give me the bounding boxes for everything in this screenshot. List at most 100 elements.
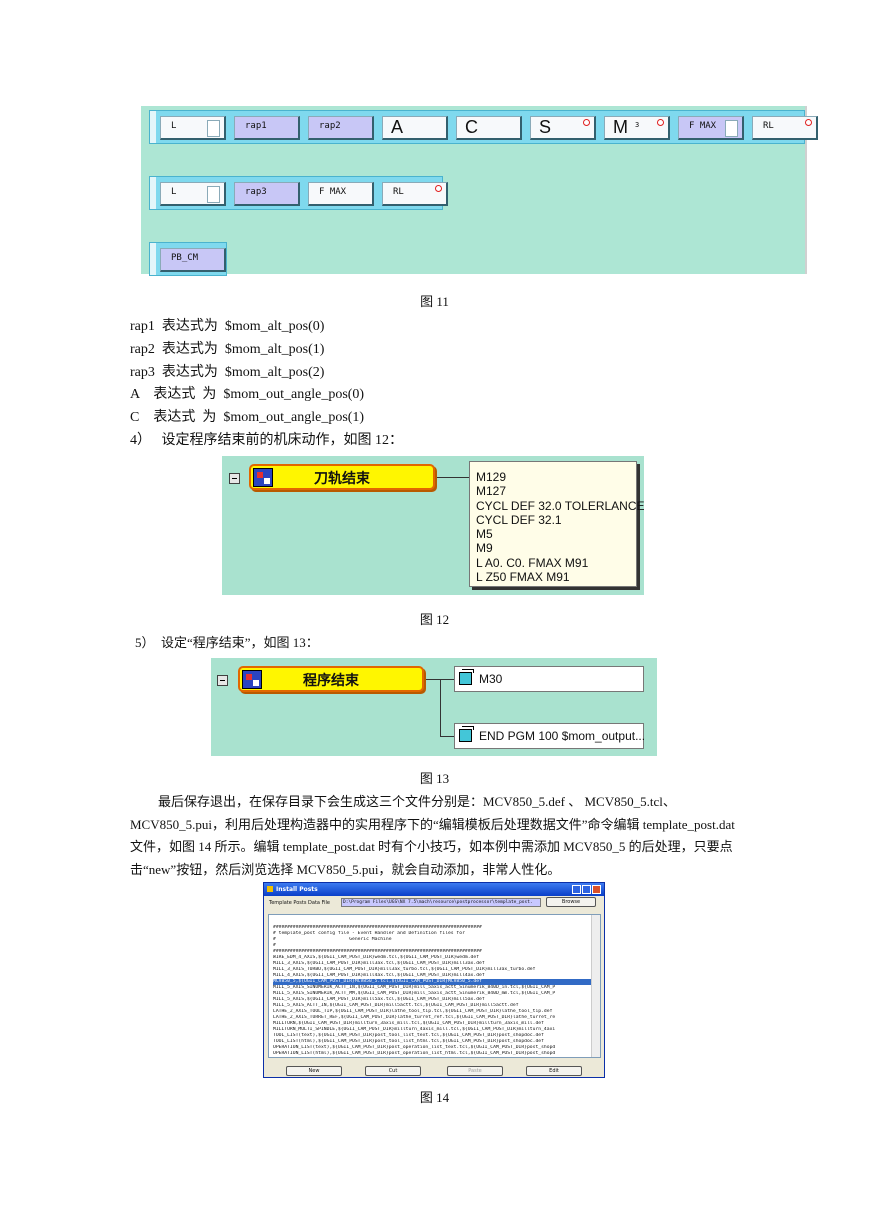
list-item[interactable]: # Generic Machine: [273, 937, 392, 942]
program-end-node[interactable]: 程序结束: [238, 666, 424, 692]
word-block[interactable]: RL: [752, 116, 818, 140]
word-block[interactable]: F MAX: [308, 182, 374, 206]
code-line: L Z50 FMAX M91: [476, 570, 570, 585]
word-block[interactable]: F MAX: [678, 116, 744, 140]
word-label: rap1: [245, 121, 267, 131]
maximize-icon[interactable]: [582, 885, 591, 894]
cut-button[interactable]: Cut: [365, 1066, 421, 1076]
collapse-icon[interactable]: [229, 473, 240, 484]
list-item[interactable]: MILL_4_AXIS,${UGII_CAM_POST_DIR}mill4ax.…: [273, 973, 485, 978]
optional-box-icon: [207, 186, 220, 203]
word-block[interactable]: RL: [382, 182, 448, 206]
word-label: A: [391, 117, 404, 137]
list-item[interactable]: MILL_3_AXIS_TURBO,${UGII_CAM_POST_DIR}mi…: [273, 967, 536, 972]
word-label: C: [465, 117, 478, 137]
word-block[interactable]: C: [456, 116, 522, 140]
word-block[interactable]: L: [160, 182, 226, 206]
block-row-3: PB_CM: [149, 242, 227, 276]
new-button[interactable]: New: [286, 1066, 342, 1076]
collapse-icon[interactable]: [217, 675, 228, 686]
word-block[interactable]: S: [530, 116, 596, 140]
list-item[interactable]: WIRE_EDM_4_AXIS,${UGII_CAM_POST_DIR}wedm…: [273, 955, 480, 960]
template-file-path[interactable]: D:\Program Files\UGS\NX 7.5\mach\resourc…: [341, 898, 541, 907]
list-item[interactable]: MILL_3_AXIS,${UGII_CAM_POST_DIR}mill3ax.…: [273, 961, 485, 966]
modal-dot-icon: [805, 119, 812, 126]
close-icon[interactable]: [592, 885, 601, 894]
template-file-label: Template Posts Data File: [269, 900, 330, 906]
program-end-panel: 程序结束 M30 END PGM 100 $mom_output...: [211, 658, 657, 756]
list-item[interactable]: ########################################…: [273, 925, 482, 930]
list-item[interactable]: OPERATION_LIST(html),${UGII_CAM_POST_DIR…: [273, 1051, 556, 1056]
body-paragraph: 最后保存退出，在保存目录下会生成这三个文件分别是：MCV850_5.def 、 …: [130, 794, 735, 877]
list-item[interactable]: MILL_5_AXIS_SINUMERIK_ACTT_IN,${UGII_CAM…: [273, 985, 556, 990]
title-bar: Install Posts: [264, 883, 604, 896]
optional-box-icon: [207, 120, 220, 137]
word-block[interactable]: rap3: [234, 182, 300, 206]
window-title: Install Posts: [276, 886, 318, 893]
code-line: L A0. C0. FMAX M91: [476, 555, 589, 570]
operation-end-pgm[interactable]: END PGM 100 $mom_output...: [454, 723, 646, 749]
operation-label: END PGM 100 $mom_output...: [479, 729, 646, 743]
code-line: CYCL DEF 32.1: [476, 512, 562, 527]
list-item[interactable]: MCV850_5,${UGII_CAM_POST_DIR}MCV850_5.tc…: [273, 979, 593, 985]
expression-line: A 表达式 为 $mom_out_angle_pos(0): [130, 387, 365, 402]
code-line: M129: [476, 470, 507, 484]
word-label: rap3: [245, 187, 267, 197]
modal-dot-icon: [657, 119, 664, 126]
expression-line: rap3 表达式为 $mom_alt_pos(2): [130, 365, 325, 380]
figure-11-caption: 图 11: [420, 294, 449, 309]
word-block[interactable]: A: [382, 116, 448, 140]
expression-line: C 表达式 为 $mom_out_angle_pos(1): [130, 410, 365, 425]
code-line: M9: [476, 541, 493, 556]
expression-line: rap1 表达式为 $mom_alt_pos(0): [130, 319, 325, 334]
tool-path-end-node[interactable]: 刀轨结束: [249, 464, 435, 490]
word-label: F MAX: [319, 187, 347, 197]
install-posts-dialog: Install Posts Template Posts Data File D…: [263, 882, 605, 1078]
paste-button[interactable]: Paste: [447, 1066, 503, 1076]
operation-m30[interactable]: M30: [454, 666, 644, 692]
minimize-icon[interactable]: [572, 885, 581, 894]
list-item[interactable]: MILLTURN_MULTI_SPINDLE,${UGII_CAM_POST_D…: [273, 1027, 556, 1032]
modal-dot-icon: [435, 185, 442, 192]
figure-12-caption: 图 12: [419, 612, 450, 627]
list-item[interactable]: MILL_5_AXIS_ACTT_IN,${UGII_CAM_POST_DIR}…: [273, 1003, 519, 1008]
code-line: M127: [476, 484, 507, 499]
word-block[interactable]: rap1: [234, 116, 300, 140]
list-item[interactable]: LATHE_2_AXIS_TOOL_TIP,${UGII_CAM_POST_DI…: [273, 1009, 553, 1014]
step-4-text: 4） 设定程序结束前的机床动作，如图 12：: [130, 433, 403, 448]
step-5-text: 5） 设定“程序结束”，如图 13：: [135, 635, 319, 650]
edit-button[interactable]: Edit: [526, 1066, 582, 1076]
list-item[interactable]: ########################################…: [273, 949, 482, 954]
vertical-scrollbar[interactable]: [591, 915, 600, 1057]
word-label: RL: [393, 187, 404, 197]
template-post-list[interactable]: ########################################…: [268, 914, 601, 1058]
word-label: L: [171, 187, 177, 197]
event-icon: [242, 670, 262, 689]
list-item[interactable]: OPERATION_LIST(text),${UGII_CAM_POST_DIR…: [273, 1045, 556, 1050]
browse-button[interactable]: Browse: [546, 897, 596, 907]
list-item[interactable]: TOOL_LIST(html),${UGII_CAM_POST_DIR}post…: [273, 1039, 544, 1044]
word-block[interactable]: L: [160, 116, 226, 140]
word-block[interactable]: PB_CM: [160, 248, 226, 272]
list-item[interactable]: TOOL_LIST(text),${UGII_CAM_POST_DIR}post…: [273, 1033, 544, 1038]
list-item[interactable]: MILL_5_AXIS,${UGII_CAM_POST_DIR}mill5ax.…: [273, 997, 485, 1002]
node-label: 程序结束: [303, 673, 359, 689]
operation-label: M30: [479, 672, 503, 686]
word-label: S: [539, 117, 552, 137]
word-label: M: [613, 117, 628, 137]
app-icon: [267, 886, 273, 892]
list-item[interactable]: MILL_5_AXIS_SINUMERIK_ACTT_MM,${UGII_CAM…: [273, 991, 556, 996]
list-item[interactable]: MILLTURN,${UGII_CAM_POST_DIR}millturn_3a…: [273, 1021, 544, 1026]
list-item[interactable]: # template_post config file - Event Hand…: [273, 931, 465, 936]
word-label: F MAX: [689, 121, 717, 131]
code-line: M5: [476, 527, 493, 542]
list-item[interactable]: #: [273, 943, 276, 948]
block-icon: [459, 726, 474, 742]
word-block[interactable]: rap2: [308, 116, 374, 140]
word-label: PB_CM: [171, 253, 199, 263]
list-item[interactable]: LATHE_2_AXIS_TURRET_REF,${UGII_CAM_POST_…: [273, 1015, 556, 1020]
